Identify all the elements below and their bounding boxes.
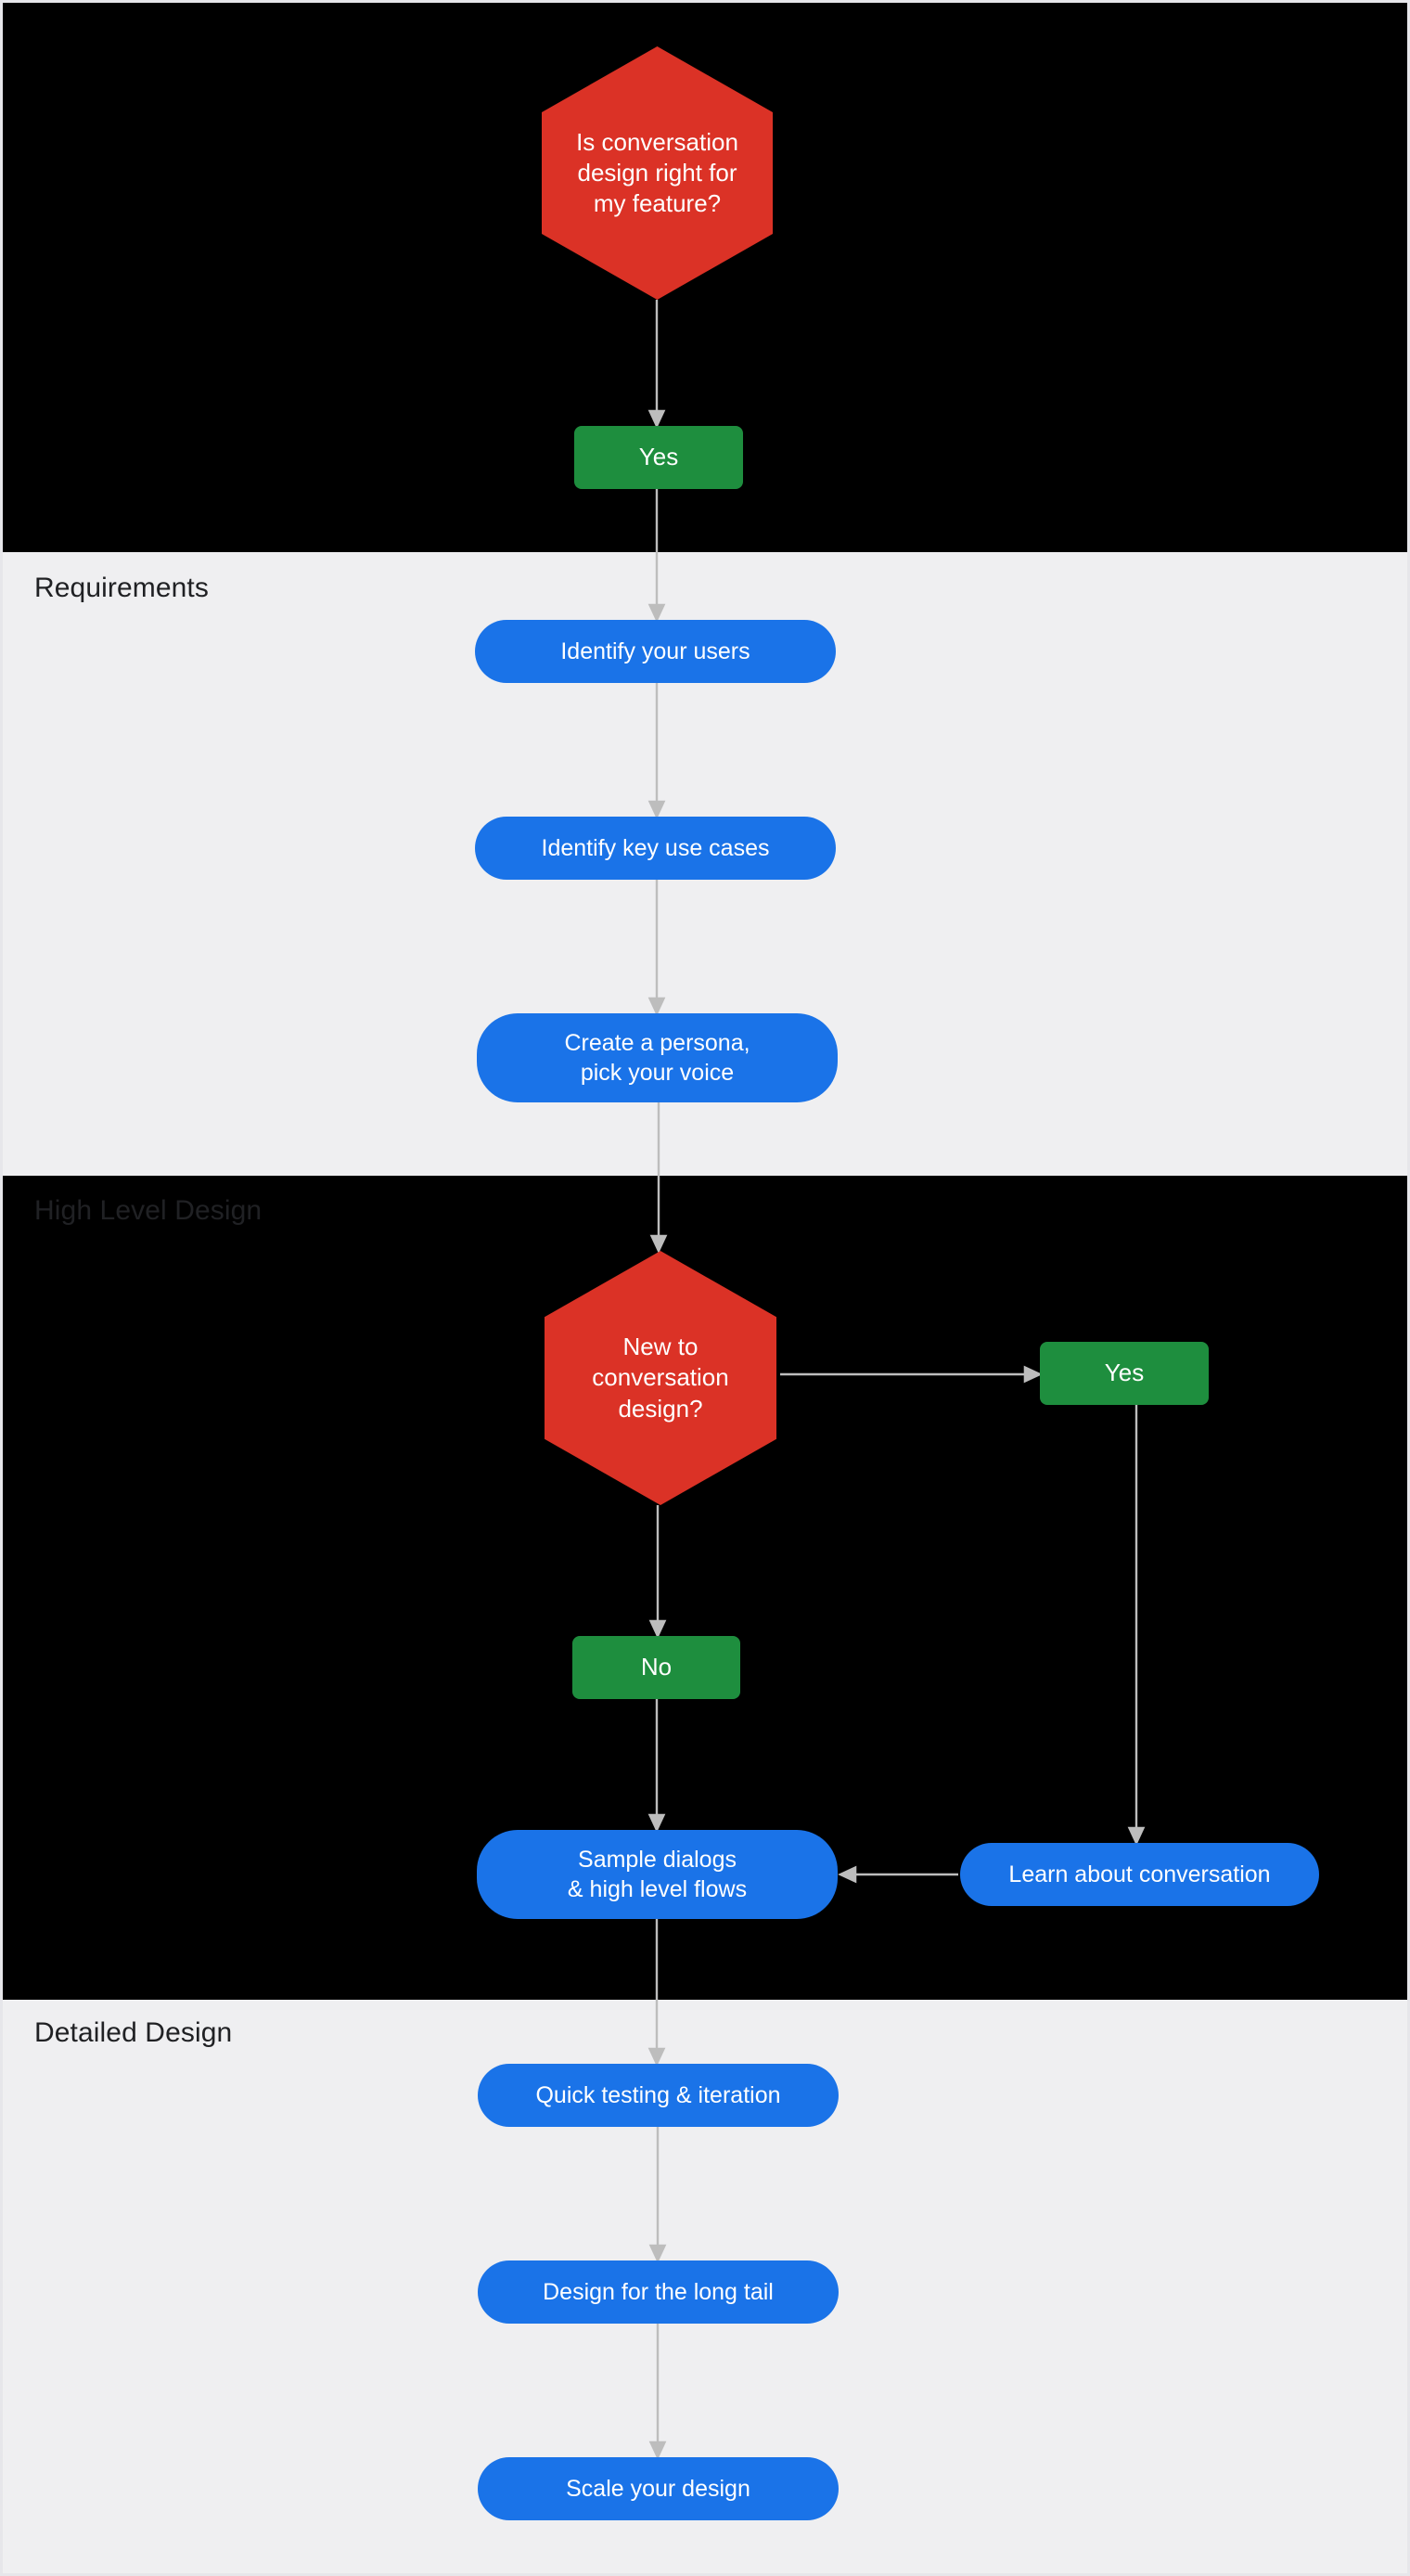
section-title-requirements: Requirements (34, 573, 209, 603)
section-title-high-level: High Level Design (34, 1195, 263, 1226)
node-yes-top[interactable]: Yes (574, 426, 743, 489)
node-no-branch[interactable]: No (572, 1636, 740, 1699)
node-sample-dialogs[interactable]: Sample dialogs & high level flows (477, 1830, 838, 1919)
node-design-for-long-tail[interactable]: Design for the long tail (478, 2260, 839, 2324)
node-quick-testing[interactable]: Quick testing & iteration (478, 2064, 839, 2127)
node-learn-about-conversation[interactable]: Learn about conversation (960, 1843, 1319, 1906)
node-create-a-persona[interactable]: Create a persona, pick your voice (477, 1013, 838, 1102)
section-title-detailed: Detailed Design (34, 2017, 233, 2048)
node-identify-your-users[interactable]: Identify your users (475, 620, 836, 683)
node-yes-branch[interactable]: Yes (1040, 1342, 1209, 1405)
node-identify-key-use-cases[interactable]: Identify key use cases (475, 817, 836, 880)
node-scale-your-design[interactable]: Scale your design (478, 2457, 839, 2520)
